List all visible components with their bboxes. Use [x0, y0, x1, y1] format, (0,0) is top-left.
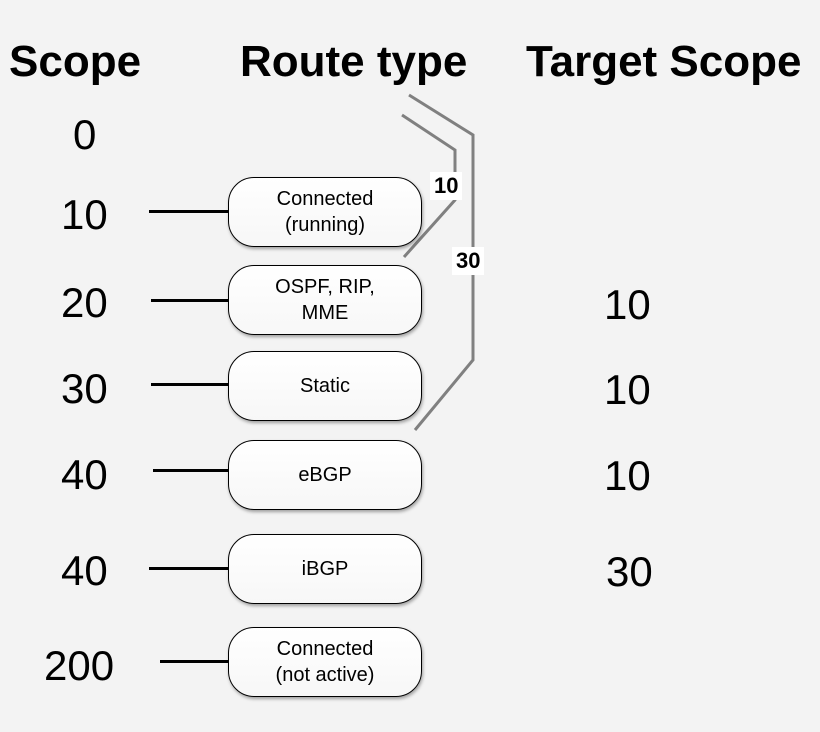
route-type-label: eBGP: [298, 464, 352, 486]
route-type-box: iBGP: [228, 534, 422, 604]
scope-value: 10: [61, 191, 108, 238]
route-type-box: Static: [228, 351, 422, 421]
row-connector: [160, 660, 228, 663]
target-scope-value: 10: [604, 281, 651, 328]
route-type-box: OSPF, RIP, MME: [228, 265, 422, 335]
route-type-box: eBGP: [228, 440, 422, 510]
route-type-box: Connected (not active): [228, 627, 422, 697]
route-type-label: iBGP: [301, 558, 349, 580]
scope-value: 40: [61, 547, 108, 594]
scope-value: 200: [44, 642, 115, 689]
scope-value: 20: [61, 279, 108, 326]
row-connector: [151, 383, 228, 386]
row-connector: [149, 567, 228, 570]
row-connector: [149, 210, 228, 213]
target-scope-value: 10: [604, 366, 651, 413]
inner-bracket-label: 10: [430, 172, 463, 200]
target-scope-value: 30: [606, 548, 653, 595]
route-type-box: Connected (running): [228, 177, 422, 247]
target-scope-value: 10: [604, 452, 651, 499]
scope-value-top: 0: [73, 111, 97, 158]
route-type-label: Connected (not active): [275, 638, 375, 686]
row-connector: [153, 469, 228, 472]
route-type-label: OSPF, RIP, MME: [275, 276, 375, 324]
route-type-label: Connected (running): [276, 188, 374, 236]
route-type-header: Route type: [240, 37, 468, 86]
scope-value: 40: [61, 451, 108, 498]
outer-bracket-label: 30: [452, 247, 485, 275]
route-type-label: Static: [299, 375, 351, 397]
target-scope-header: Target Scope: [526, 37, 802, 86]
scope-header: Scope: [9, 37, 142, 86]
scope-value: 30: [61, 365, 108, 412]
row-connector: [151, 299, 228, 302]
